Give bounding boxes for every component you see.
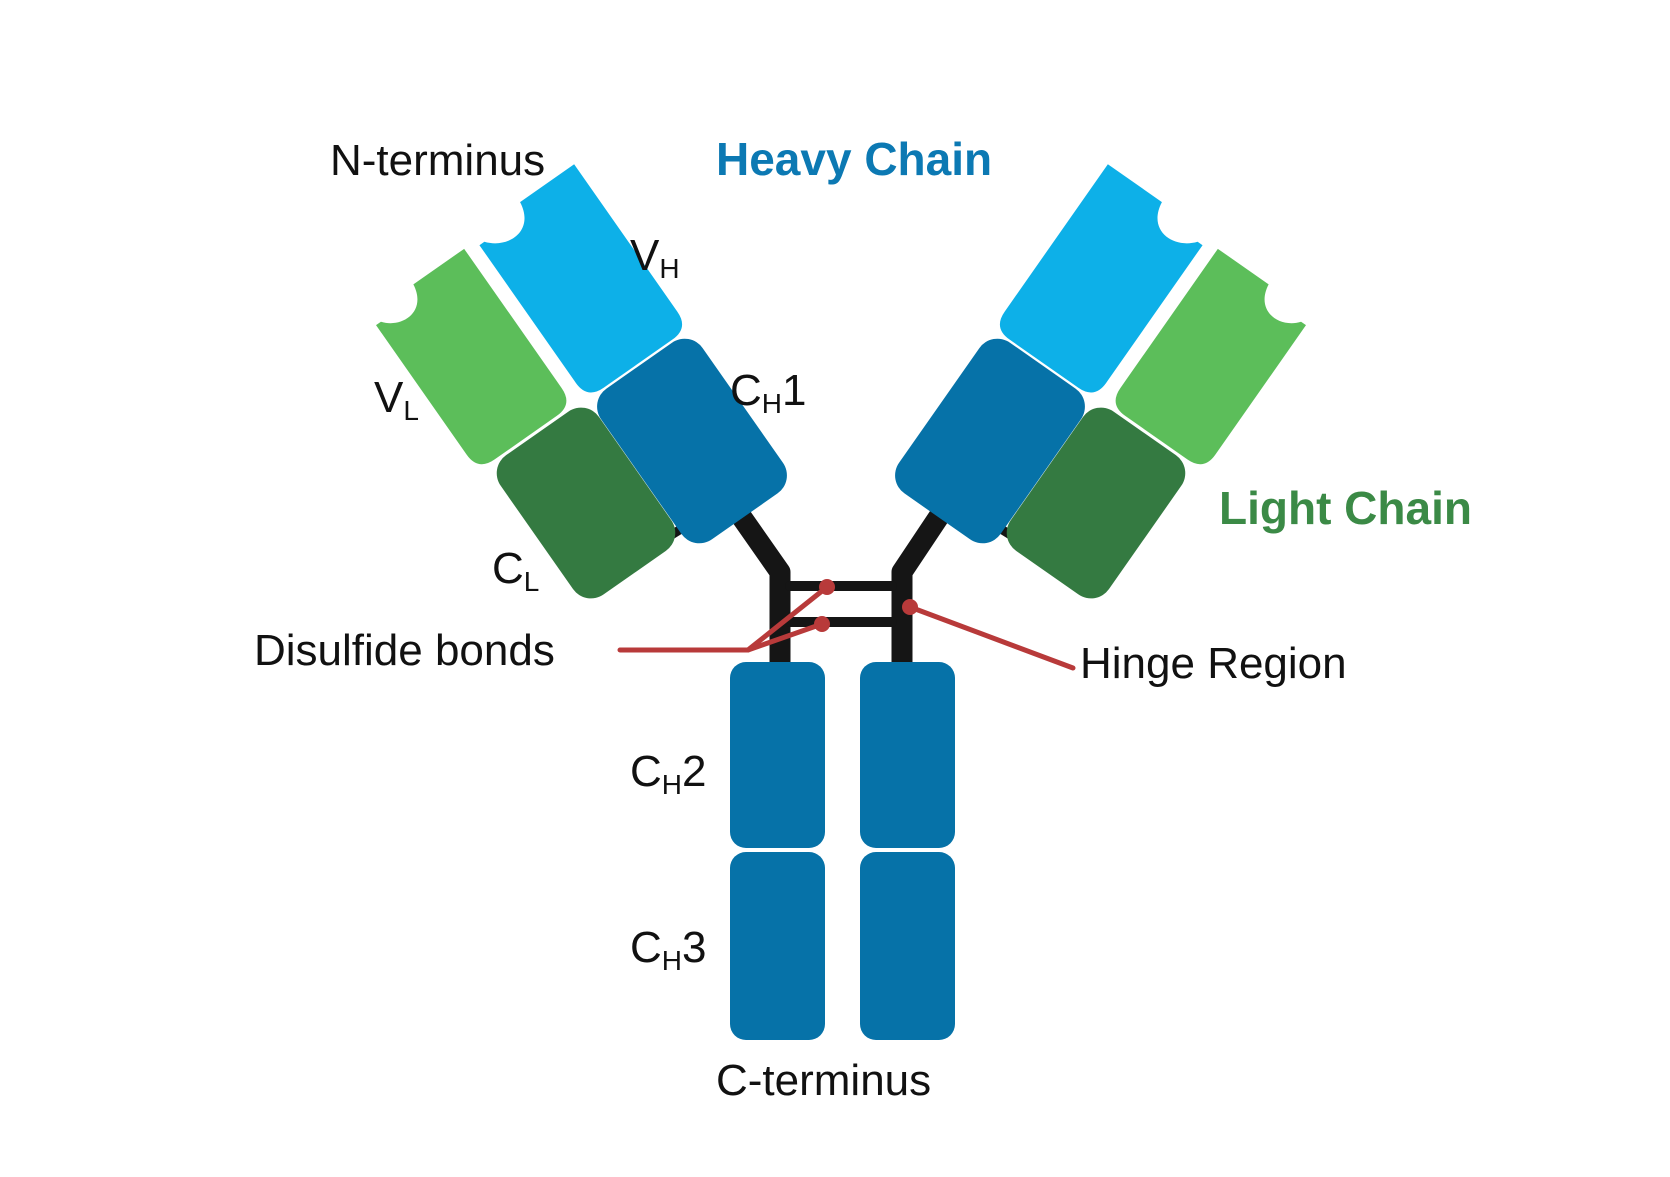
disulfide-dot-upper bbox=[819, 579, 835, 595]
right-vl-domain bbox=[1115, 248, 1306, 465]
left-arm bbox=[376, 164, 787, 599]
hinge-callout-line bbox=[907, 604, 1076, 671]
disulfide-callout-line-2 bbox=[745, 621, 825, 653]
ch2-label: CH2 bbox=[630, 747, 707, 800]
right-ch1-domain bbox=[895, 338, 1085, 544]
hinge-region-label: Hinge Region bbox=[1080, 639, 1347, 688]
cl-label: CL bbox=[492, 544, 539, 597]
right-cl-domain bbox=[1006, 407, 1186, 599]
left-ch3-domain bbox=[730, 852, 825, 1040]
left-ch1-domain bbox=[597, 338, 787, 544]
left-heavy-hinge bbox=[727, 501, 791, 676]
light-chain-title: Light Chain bbox=[1219, 482, 1472, 534]
vl-label: VL bbox=[374, 373, 419, 426]
right-ch3-domain bbox=[860, 852, 955, 1040]
left-vl-domain bbox=[376, 248, 567, 465]
callouts bbox=[617, 584, 1076, 671]
right-vh-domain bbox=[999, 164, 1203, 393]
left-vh-domain bbox=[479, 164, 683, 393]
left-ch2-domain bbox=[730, 662, 825, 848]
right-heavy-hinge bbox=[891, 501, 953, 676]
ch3-label: CH3 bbox=[630, 923, 707, 976]
right-arm bbox=[895, 164, 1306, 599]
hinge-dot bbox=[902, 599, 918, 615]
fc-region bbox=[730, 662, 955, 1040]
ch1-label: CH1 bbox=[730, 366, 807, 419]
right-ch2-domain bbox=[860, 662, 955, 848]
callout-dots bbox=[814, 579, 918, 632]
c-terminus-label: C-terminus bbox=[716, 1056, 931, 1105]
disulfide-bonds-label: Disulfide bonds bbox=[254, 626, 555, 675]
vh-label: VH bbox=[630, 231, 680, 284]
left-cl-domain bbox=[496, 407, 676, 599]
n-terminus-label: N-terminus bbox=[330, 136, 545, 185]
heavy-chain-title: Heavy Chain bbox=[716, 133, 992, 185]
disulfide-dot-lower bbox=[814, 616, 830, 632]
